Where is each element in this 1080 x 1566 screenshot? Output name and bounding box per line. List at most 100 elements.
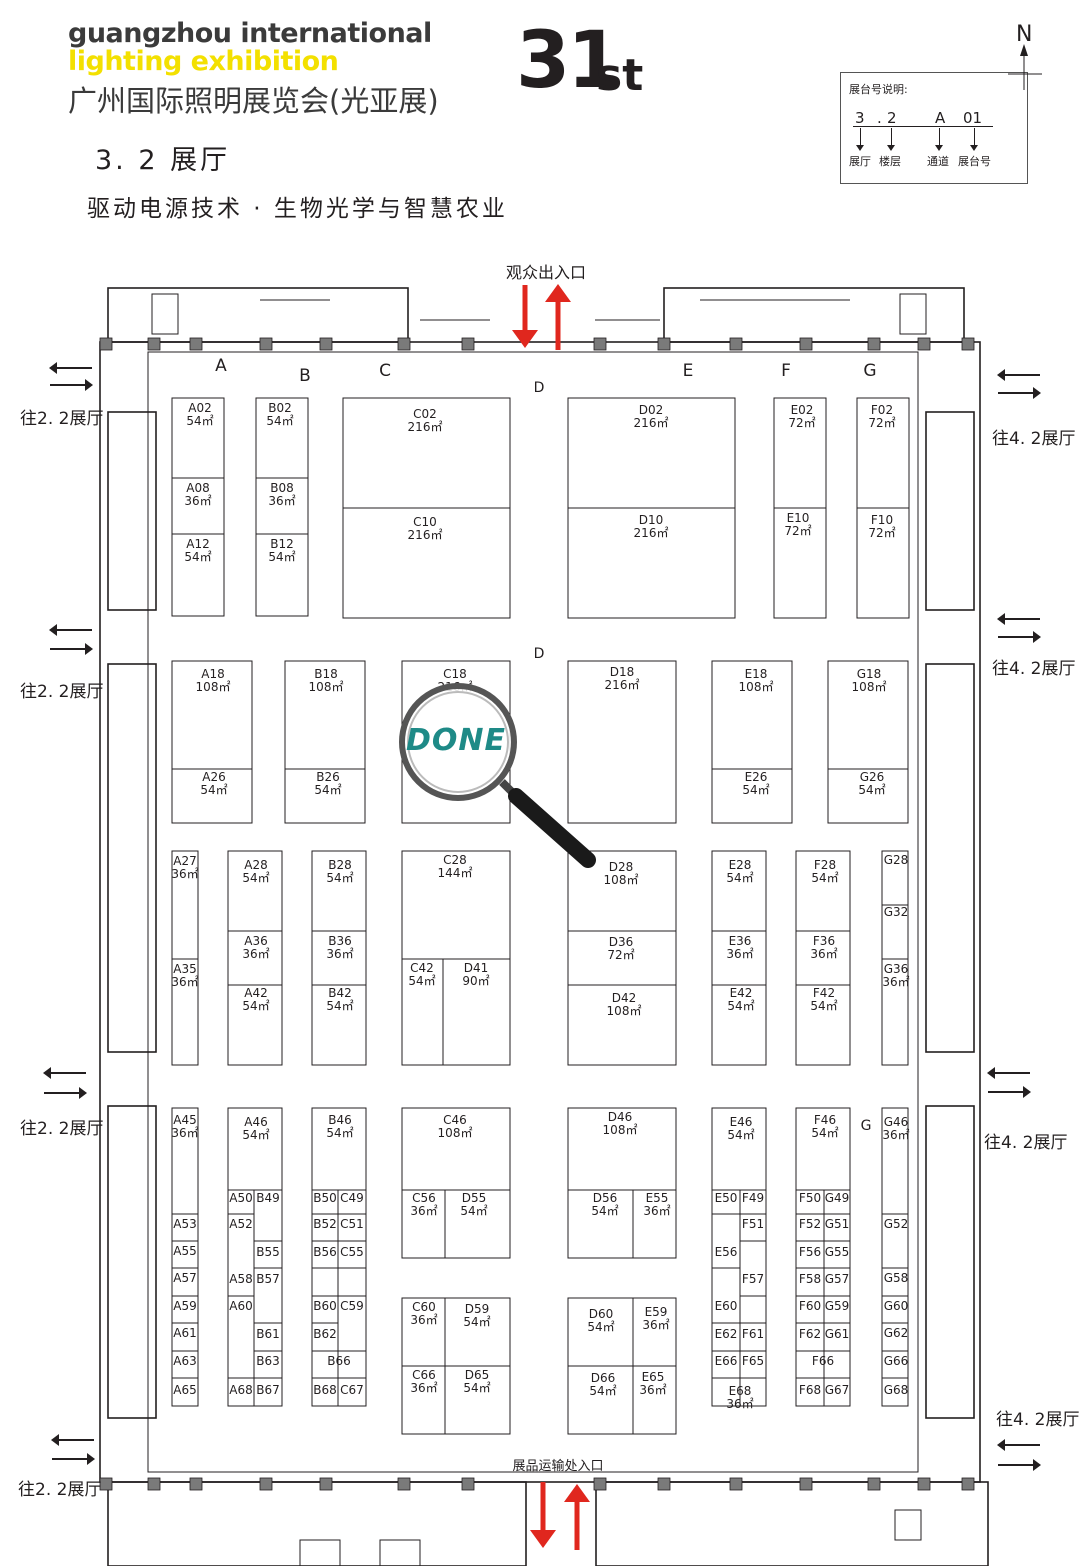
booth-b68: B68 bbox=[313, 1383, 337, 1397]
booth-number: B46 bbox=[328, 1113, 352, 1127]
booth-number: C42 bbox=[410, 961, 434, 975]
booth-area: 36㎡ bbox=[643, 1204, 671, 1219]
booth-number: C46 bbox=[443, 1113, 467, 1127]
legend-arrow-icon bbox=[970, 128, 978, 151]
booth-f50: F50 bbox=[798, 1191, 822, 1205]
booth-number: F36 bbox=[812, 934, 836, 948]
pillar bbox=[461, 1477, 475, 1491]
pillar bbox=[867, 1477, 881, 1491]
pillar bbox=[99, 337, 113, 351]
header-subtitle-en: lighting exhibition bbox=[68, 46, 339, 77]
booth-area: 216㎡ bbox=[407, 420, 443, 435]
booth-g55: G55 bbox=[824, 1245, 850, 1259]
arrow-left-icon bbox=[997, 1439, 1040, 1451]
route-to-hall-2-2: 往2. 2展厅 bbox=[18, 1480, 102, 1500]
booth-number: C60 bbox=[412, 1300, 436, 1314]
booth-area: 108㎡ bbox=[437, 1126, 473, 1141]
booth-area: 54㎡ bbox=[727, 1128, 755, 1143]
legend-arrow-icon bbox=[935, 128, 943, 151]
legend-dot: . bbox=[877, 109, 882, 127]
booth-number: D10 bbox=[638, 513, 664, 527]
booth-number: D59 bbox=[464, 1302, 490, 1316]
booth-g52: G52 bbox=[883, 1217, 909, 1231]
arrow-left-icon bbox=[997, 613, 1040, 625]
booth-number: B18 bbox=[314, 667, 338, 681]
pillar bbox=[657, 337, 671, 351]
aisle-label-f: F bbox=[781, 361, 791, 381]
arrow-right-icon bbox=[998, 631, 1041, 643]
booth-area: 36㎡ bbox=[882, 975, 910, 990]
booth-number: E02 bbox=[790, 403, 814, 417]
arrow-right-icon bbox=[998, 1459, 1041, 1471]
booth-g67: G67 bbox=[824, 1383, 850, 1397]
visitor-entrance-arrows-icon bbox=[512, 284, 571, 350]
booth-number: E55 bbox=[645, 1191, 669, 1205]
booth-area: 54㎡ bbox=[726, 871, 754, 886]
booth-area: 36㎡ bbox=[410, 1204, 438, 1219]
booth-number: D42 bbox=[611, 991, 637, 1005]
booth-area: 36㎡ bbox=[171, 975, 199, 990]
done-logo: DONE bbox=[406, 723, 507, 758]
booth-number: B02 bbox=[268, 401, 292, 415]
pillar bbox=[147, 337, 161, 351]
route-to-hall-4-2: 往4. 2展厅 bbox=[992, 659, 1076, 679]
booth-a59: A59 bbox=[173, 1299, 197, 1313]
booth-f51: F51 bbox=[741, 1217, 765, 1231]
booth-number: B28 bbox=[328, 858, 352, 872]
booth-g62: G62 bbox=[883, 1326, 909, 1340]
booth-area: 108㎡ bbox=[738, 680, 774, 695]
booth-number: D36 bbox=[608, 935, 634, 949]
legend-title: 展台号说明: bbox=[849, 83, 908, 96]
booth-e62: E62 bbox=[714, 1327, 738, 1341]
booth-a50: A50 bbox=[229, 1191, 253, 1205]
booth-number: G46 bbox=[883, 1115, 909, 1129]
booth-e60: E60 bbox=[714, 1299, 738, 1313]
aisle-label-e: E bbox=[682, 361, 694, 381]
booth-area: 54㎡ bbox=[460, 1204, 488, 1219]
booth-area: 144㎡ bbox=[437, 866, 473, 881]
booth-f57: F57 bbox=[741, 1272, 765, 1286]
booth-number: C02 bbox=[413, 407, 437, 421]
edition-number: 31 bbox=[516, 16, 622, 106]
booth-area: 54㎡ bbox=[587, 1320, 615, 1335]
booth-number: E68 bbox=[728, 1384, 752, 1398]
booth-f49: F49 bbox=[741, 1191, 765, 1205]
booth-b67: B67 bbox=[256, 1383, 280, 1397]
pillar bbox=[397, 1477, 411, 1491]
booth-number: G28 bbox=[883, 853, 909, 867]
booth-area: 54㎡ bbox=[742, 783, 770, 798]
arrow-left-icon bbox=[49, 362, 92, 374]
legend-label-booth: 展台号 bbox=[958, 155, 991, 168]
booth-number: B26 bbox=[316, 770, 340, 784]
booth-number: B12 bbox=[270, 537, 294, 551]
booth-number: G18 bbox=[856, 667, 882, 681]
booth-area: 54㎡ bbox=[326, 871, 354, 886]
booth-number: C18 bbox=[443, 667, 467, 681]
booth-area: 72㎡ bbox=[868, 416, 896, 431]
header-title-cn: 广州国际照明展览会(光亚展) bbox=[68, 84, 439, 118]
booth-number: C66 bbox=[412, 1368, 436, 1382]
arrow-right-icon bbox=[44, 1087, 87, 1099]
booth-b55: B55 bbox=[256, 1245, 280, 1259]
booth-f61: F61 bbox=[741, 1327, 765, 1341]
booth-area: 36㎡ bbox=[410, 1313, 438, 1328]
booth-b66: B66 bbox=[327, 1354, 351, 1368]
legend-floor-code: 2 bbox=[887, 109, 897, 127]
booth-area: 108㎡ bbox=[602, 1123, 638, 1138]
booth-area: 54㎡ bbox=[184, 550, 212, 565]
